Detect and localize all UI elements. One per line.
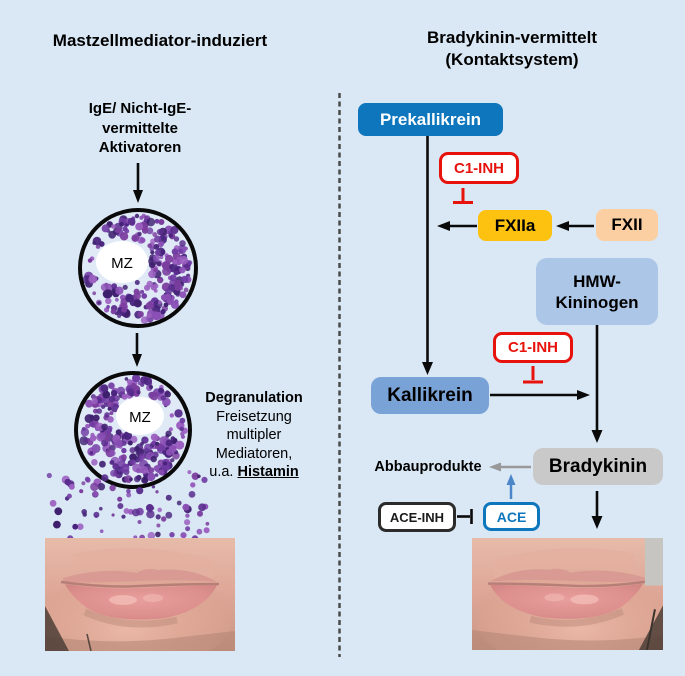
- node-bradykinin: Bradykinin: [533, 448, 663, 485]
- arrow-bradykinin-to-symptom: [591, 491, 603, 529]
- mast-cell-nucleus-blob: [96, 241, 148, 283]
- degranulation-note: Degranulation Freisetzung multipler Medi…: [196, 389, 312, 482]
- mast-cell-label: MZ: [111, 255, 133, 272]
- mast-cell-nucleus-blob: [116, 397, 164, 435]
- mast-cell-intact: MZ: [78, 208, 198, 328]
- left-column-title: Mastzellmediator-induziert: [52, 31, 268, 50]
- arrow-ace-up: [506, 474, 516, 499]
- inhibition-c1inh-lower: [523, 366, 543, 384]
- lip-photo-left: [45, 538, 235, 651]
- degranulation-heading: Degranulation: [205, 390, 303, 406]
- right-column-title: Bradykinin-vermittelt (Kontaktsystem): [402, 27, 622, 71]
- mast-cell-granules: [79, 374, 188, 484]
- node-c1-inh-lower: C1-INH: [493, 332, 573, 363]
- right-title-line1: Bradykinin-vermittelt: [426, 28, 598, 47]
- node-kallikrein: Kallikrein: [371, 377, 489, 414]
- node-fxii: FXII: [596, 209, 658, 241]
- node-fxiia: FXIIa: [478, 210, 552, 241]
- arrow-fxiia-to-pathway: [437, 221, 477, 231]
- arrow-activators-to-mastcell: [133, 163, 143, 203]
- node-prekallikrein: Prekallikrein: [358, 103, 503, 136]
- released-granules: [46, 470, 210, 543]
- node-ace: ACE: [483, 502, 540, 531]
- histamin-emphasis: Histamin: [237, 464, 299, 480]
- label-abbauprodukte: Abbauprodukte: [374, 459, 482, 475]
- arrow-prekallikrein-to-kallikrein: [422, 136, 433, 375]
- arrow-fxii-to-fxiia: [556, 221, 594, 231]
- activators-label: IgE/ Nicht-IgE- vermittelte Aktivatoren: [88, 100, 192, 156]
- node-c1-inh-upper: C1-INH: [439, 152, 519, 184]
- inhibition-aceinh-on-ace: [457, 509, 473, 524]
- right-title-line2: (Kontaktsystem): [445, 50, 579, 69]
- lip-photo-right: [472, 538, 663, 650]
- arrow-bradykinin-to-abbauprodukte: [489, 462, 531, 472]
- mast-cell-granules: [82, 213, 193, 324]
- mast-cell-degranulating: MZ: [46, 371, 210, 543]
- arrow-kallikrein-to-bradykinin: [490, 390, 590, 400]
- mast-cell-label: MZ: [129, 409, 151, 426]
- node-hmw-kininogen: HMW- Kininogen: [536, 258, 658, 325]
- inhibition-c1inh-upper: [453, 188, 473, 204]
- arrow-mastcell-to-degranulation: [132, 333, 142, 367]
- node-ace-inh: ACE-INH: [378, 502, 456, 532]
- arrow-hmw-to-bradykinin: [591, 325, 603, 443]
